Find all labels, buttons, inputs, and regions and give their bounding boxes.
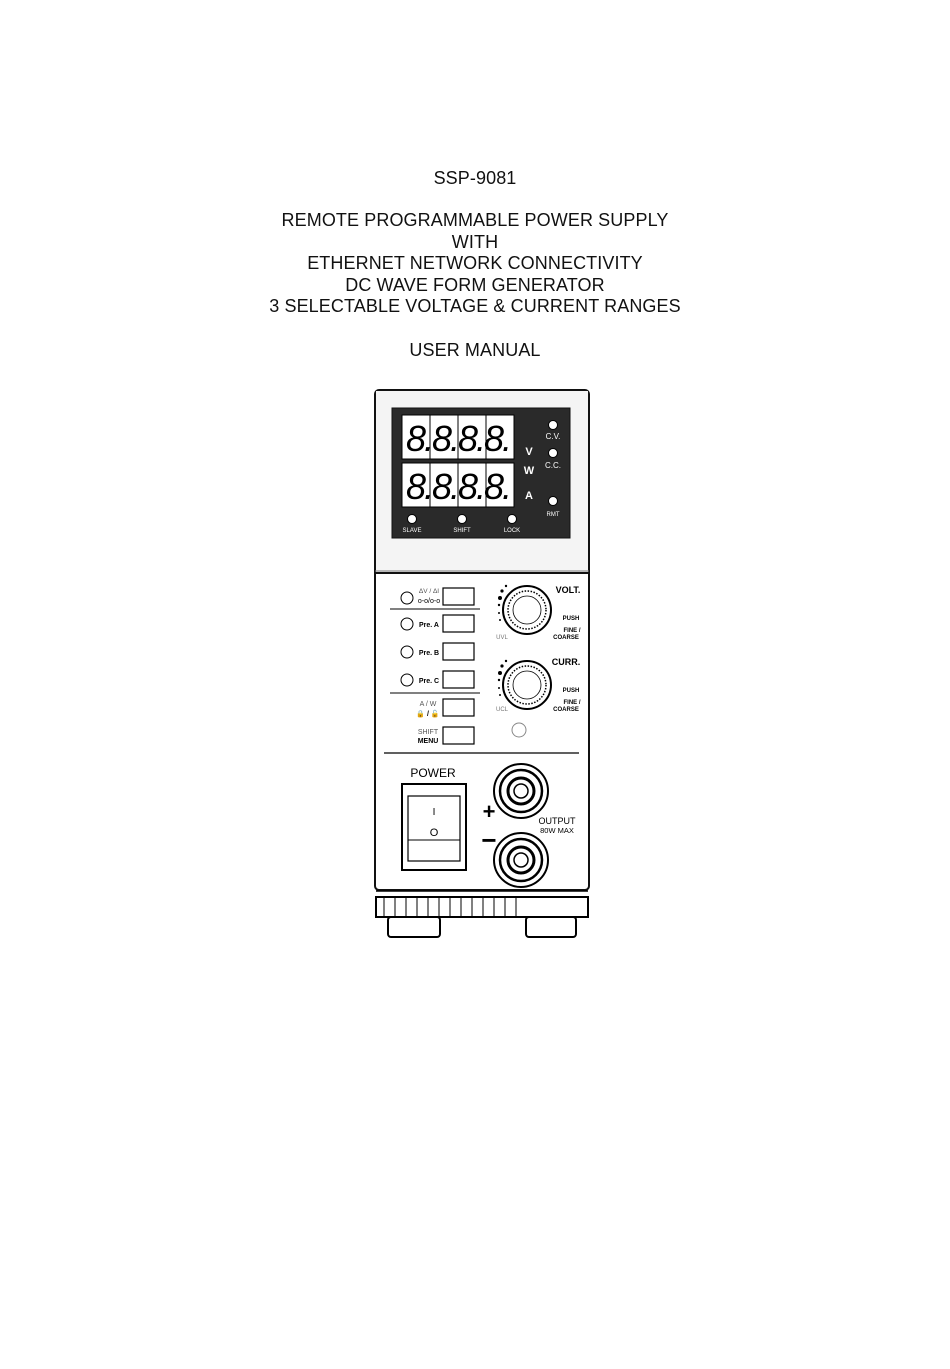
lock-unlock-label: 🔒 / 🔓 <box>416 709 439 718</box>
product-description: REMOTE PROGRAMMABLE POWER SUPPLY WITH ET… <box>0 210 950 318</box>
bottom-vent <box>375 890 589 918</box>
volt-coarse-label: COARSE <box>553 635 579 641</box>
minus-sign: − <box>481 825 496 855</box>
menu-button-label: MENU <box>418 738 439 745</box>
pre-b-button[interactable] <box>442 642 475 661</box>
pre-c-led <box>400 673 414 687</box>
document-type: USER MANUAL <box>0 340 950 362</box>
voltage-knob-group: VOLT. PUSH FINE / COARSE UVL <box>496 584 581 641</box>
negative-terminal[interactable] <box>493 832 549 888</box>
shift-menu-button[interactable] <box>442 726 475 745</box>
shift-indicator-label: SHIFT <box>453 528 471 534</box>
aw-label: A / W <box>420 701 437 708</box>
switch-off-mark: O <box>430 827 439 839</box>
power-switch[interactable]: I O <box>401 783 467 871</box>
shift-button-label: SHIFT <box>418 729 439 736</box>
lock-label: LOCK <box>504 528 520 534</box>
volt-label: VOLT. <box>556 585 581 595</box>
slave-led <box>407 514 417 524</box>
output-rating: 80W MAX <box>540 826 574 835</box>
unit-w-label: W <box>524 465 535 477</box>
upper-digits: 8.8.8.8. <box>406 418 510 459</box>
button-column: ΔV / ΔI o-o/o-o Pre. A Pre. B Pre. C A /… <box>390 587 480 745</box>
model-title: SSP-9081 <box>0 168 950 190</box>
curr-label: CURR. <box>552 657 581 667</box>
aw-lock-button[interactable] <box>442 698 475 717</box>
right-foot <box>525 916 577 938</box>
curr-coarse-label: COARSE <box>553 707 579 713</box>
delta-led <box>400 591 414 605</box>
unit-v-label: V <box>525 446 533 458</box>
description-line-3: ETHERNET NETWORK CONNECTIVITY <box>307 253 643 273</box>
volt-push-label: PUSH <box>563 616 580 622</box>
cc-led <box>548 448 558 458</box>
user-manual-label: USER MANUAL <box>409 340 541 360</box>
pre-b-label: Pre. B <box>419 650 439 657</box>
curr-fine-label: FINE / <box>563 700 580 706</box>
unit-a-label: A <box>525 490 533 502</box>
description-line-4: DC WAVE FORM GENERATOR <box>345 274 605 295</box>
cv-led <box>548 420 558 430</box>
pre-a-button[interactable] <box>442 614 475 633</box>
upper-display: 8.8.8.8. <box>401 414 515 460</box>
pre-a-led <box>400 617 414 631</box>
description-line-2: WITH <box>451 231 499 252</box>
uvl-label: UVL <box>496 635 508 641</box>
positive-terminal[interactable] <box>493 763 549 819</box>
model-number: SSP-9081 <box>433 168 517 188</box>
rmt-led <box>548 496 558 506</box>
ucl-label: UCL <box>496 707 509 713</box>
left-foot <box>387 916 441 938</box>
sensor-led <box>511 722 527 738</box>
power-label: POWER <box>410 766 456 780</box>
cv-label: C.V. <box>546 432 561 441</box>
lower-display: 8.8.8.8. <box>401 462 515 508</box>
description-line-1: REMOTE PROGRAMMABLE POWER SUPPLY <box>281 210 669 230</box>
curr-push-label: PUSH <box>563 688 580 694</box>
rmt-label: RMT <box>547 512 560 518</box>
delta-label: ΔV / ΔI <box>419 588 439 595</box>
pre-c-button[interactable] <box>442 670 475 689</box>
slave-label: SLAVE <box>403 528 422 534</box>
delta-button[interactable] <box>442 587 475 606</box>
shift-led <box>457 514 467 524</box>
pre-a-label: Pre. A <box>419 622 439 629</box>
cc-label: C.C. <box>545 461 561 470</box>
switch-on-mark: I <box>433 807 436 818</box>
pre-b-led <box>400 645 414 659</box>
current-knob-group: CURR. PUSH FINE / COARSE UCL <box>496 657 581 713</box>
lower-digits: 8.8.8.8. <box>406 466 510 507</box>
pre-c-label: Pre. C <box>419 678 439 685</box>
lock-led <box>507 514 517 524</box>
output-label: OUTPUT <box>539 816 577 826</box>
switch-symbols: o-o/o-o <box>418 598 440 605</box>
volt-fine-label: FINE / <box>563 628 580 634</box>
power-supply-illustration: 8.8.8.8. 8.8.8.8. V W A C.V. C.C. RMT SL… <box>360 383 600 948</box>
description-line-5: 3 SELECTABLE VOLTAGE & CURRENT RANGES <box>269 296 681 316</box>
plus-sign: + <box>483 799 496 824</box>
